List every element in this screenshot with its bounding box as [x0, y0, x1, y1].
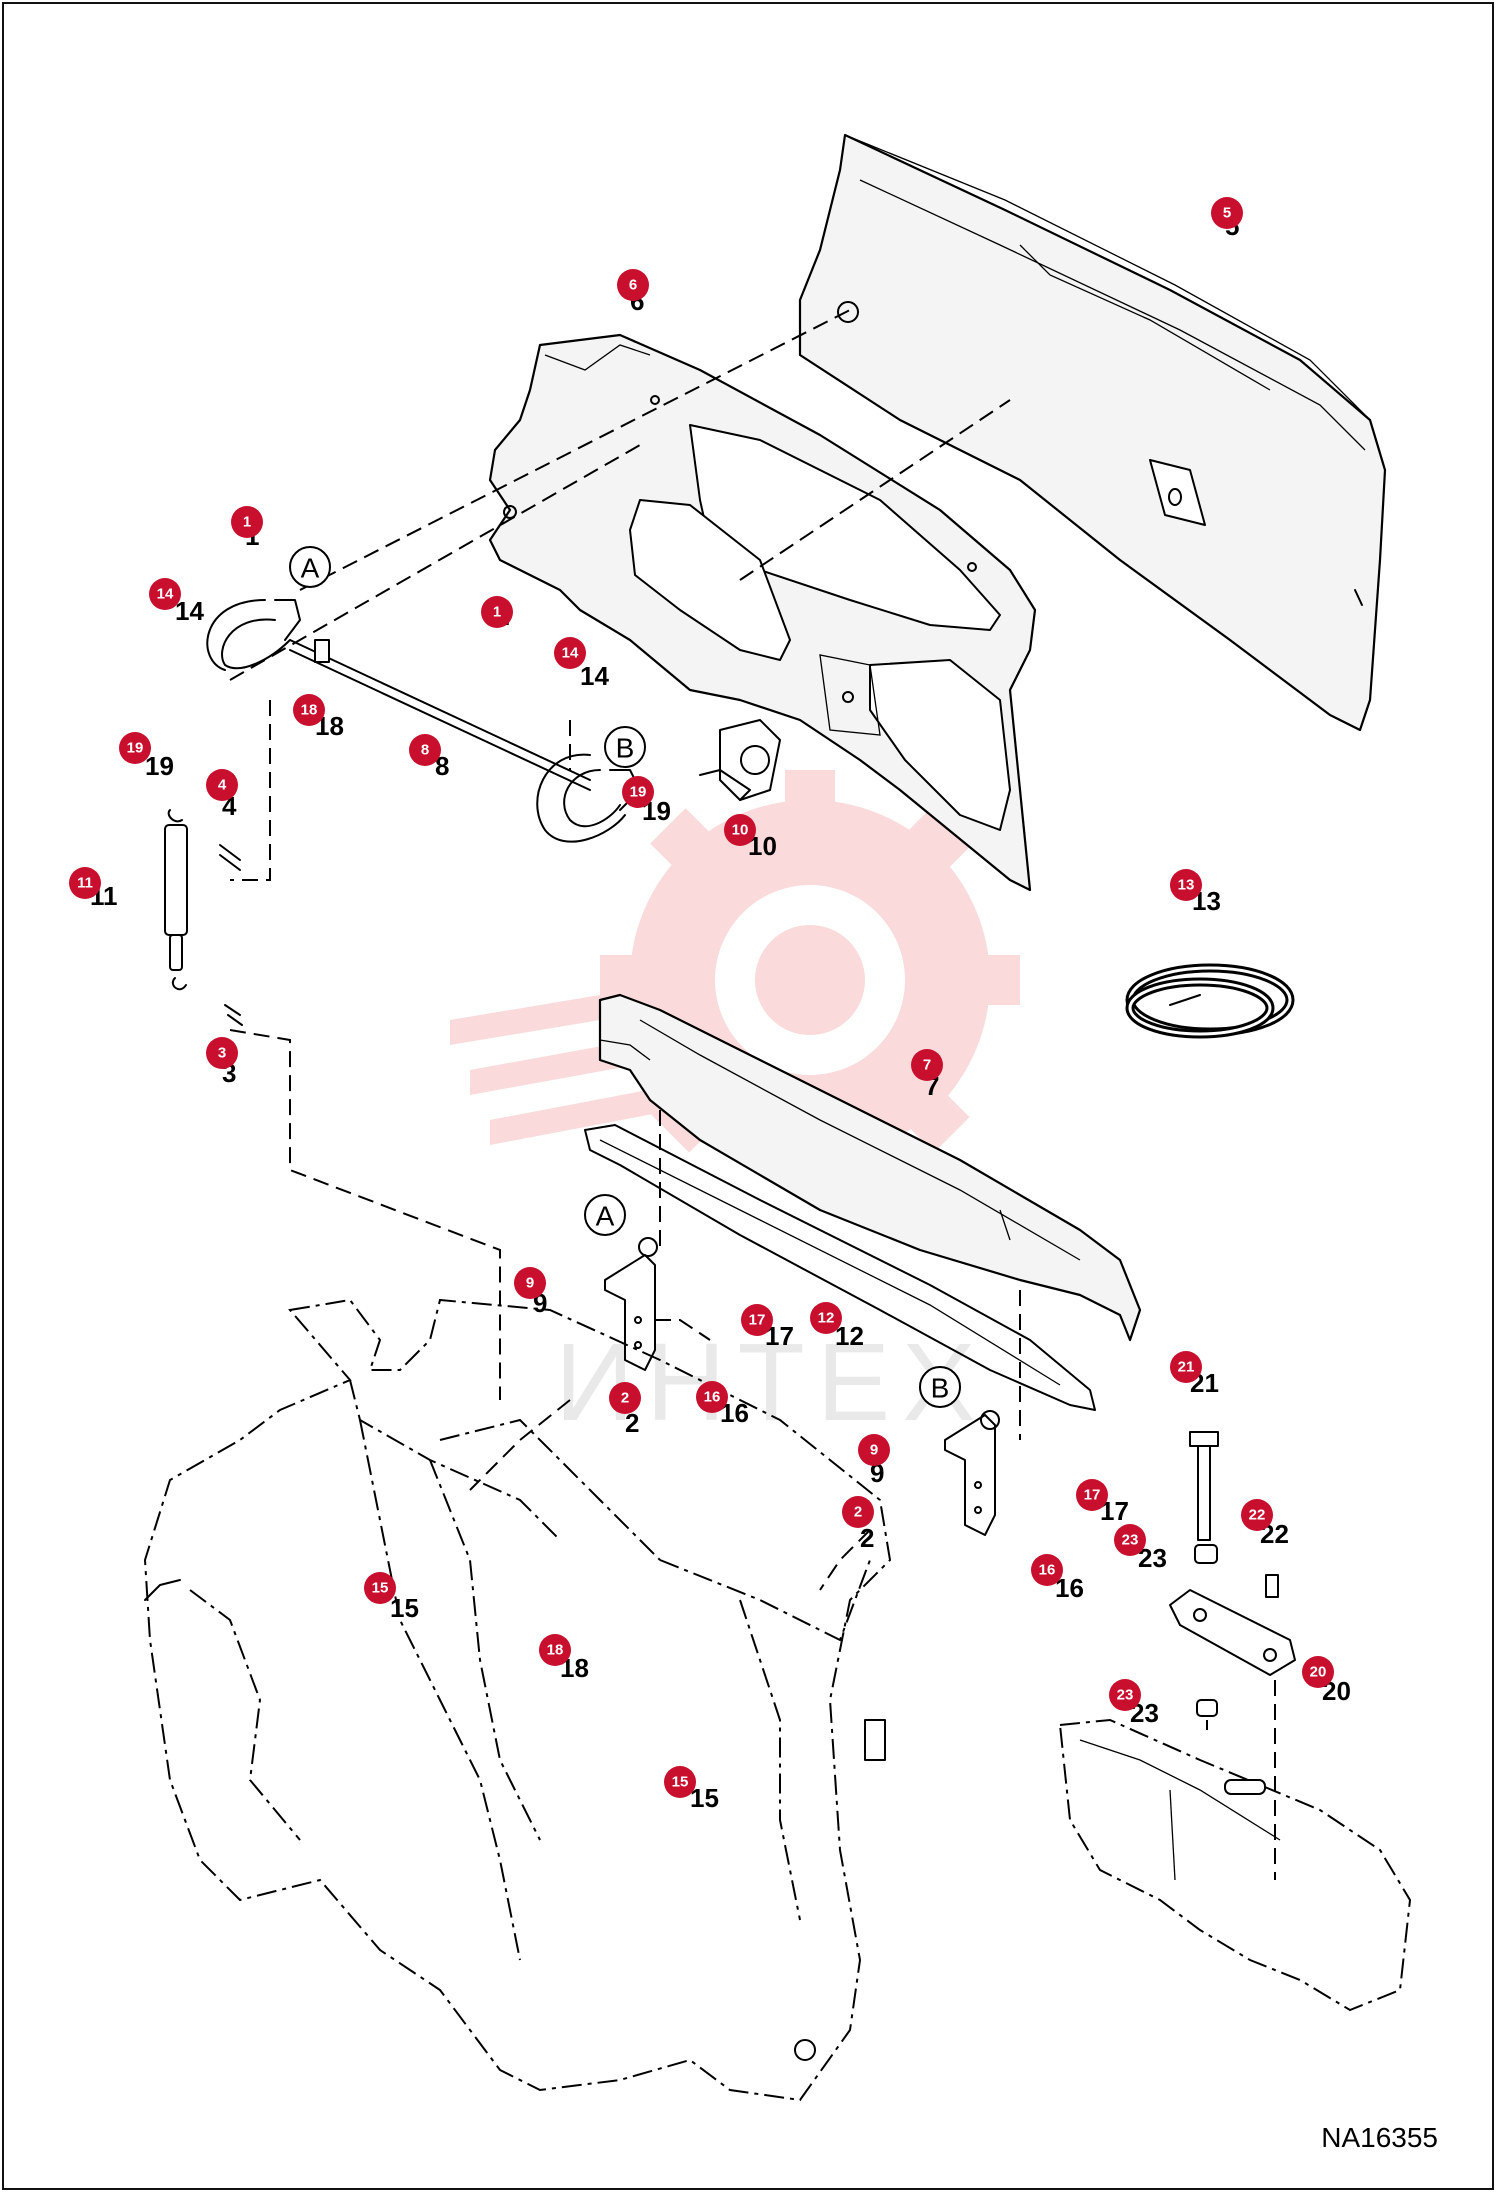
ref-letter: B — [931, 1373, 950, 1404]
callout-number: 4 — [218, 777, 227, 794]
callout-number: 15 — [372, 1580, 389, 1597]
part-7-upper-bar — [598, 993, 1142, 1342]
callout-number: 16 — [704, 1389, 721, 1406]
callout-number: 8 — [421, 742, 429, 759]
callout-number: 19 — [127, 740, 144, 757]
callout-balloons: 1 1 2 2 3 4 5 6 7 8 9 9 10 11 12 13 14 1… — [69, 197, 1334, 1798]
callout-number: 1 — [243, 514, 251, 531]
callout-number: 11 — [77, 875, 93, 892]
callout-number: 17 — [1084, 1487, 1101, 1504]
callout-number: 9 — [526, 1275, 534, 1292]
ref-letter: A — [301, 553, 320, 584]
callout-number: 1 — [493, 604, 501, 621]
part-5-rear-panel — [798, 133, 1387, 732]
callout-number: 5 — [1223, 205, 1231, 222]
part-label: 14 — [175, 596, 204, 626]
part-6-inner-frame — [488, 333, 1037, 892]
callout-number: 14 — [562, 645, 579, 662]
lower-right-body — [1058, 1718, 1412, 2012]
callout-number: 17 — [749, 1312, 766, 1329]
callout-number: 16 — [1039, 1562, 1056, 1579]
part-label: 2 — [625, 1408, 639, 1438]
callout-number: 10 — [732, 822, 749, 839]
callout-number: 2 — [854, 1504, 862, 1521]
callout-number: 2 — [621, 1390, 629, 1407]
reference-letters: A B A B — [289, 546, 961, 1408]
callout-number: 6 — [629, 277, 637, 294]
callout-number: 15 — [672, 1774, 689, 1791]
part-label: 8 — [435, 751, 449, 781]
assembly-leader-lines — [229, 309, 1276, 1880]
callout-number: 14 — [157, 586, 174, 603]
callout-number: 23 — [1117, 1687, 1134, 1704]
callout-number: 9 — [870, 1442, 878, 1459]
part-label: 15 — [390, 1593, 419, 1623]
callout-number: 23 — [1122, 1532, 1139, 1549]
callout-number: 21 — [1178, 1359, 1195, 1376]
callout-number: 18 — [301, 702, 318, 719]
part-20-bracket — [1169, 1431, 1296, 1717]
callout-number: 12 — [818, 1310, 835, 1327]
part-label: 2 — [860, 1523, 874, 1553]
callout-number: 18 — [547, 1642, 564, 1659]
callout-number: 13 — [1178, 877, 1195, 894]
callout-number: 3 — [218, 1045, 226, 1062]
callout-number: 7 — [923, 1057, 931, 1074]
ref-letter: B — [616, 733, 635, 764]
part-8-rod-assembly — [206, 599, 641, 843]
part-11-gas-spring — [164, 809, 243, 1026]
part-9-hinge-right — [944, 1410, 1000, 1536]
callout-number: 19 — [630, 784, 647, 801]
callout-number: 20 — [1310, 1664, 1327, 1681]
part-label: 19 — [145, 751, 174, 781]
callout-number: 22 — [1249, 1507, 1266, 1524]
part-10-latch — [699, 719, 781, 801]
drawing-id: NA16355 — [1321, 2122, 1438, 2153]
part-9-hinge-left — [604, 1237, 658, 1371]
part-12-seal-strip — [584, 1124, 1096, 1411]
part-13-hose-coil — [1125, 963, 1295, 1039]
ref-letter: A — [596, 1201, 615, 1232]
part-label: 14 — [580, 661, 609, 691]
main-frame — [143, 1298, 892, 2102]
